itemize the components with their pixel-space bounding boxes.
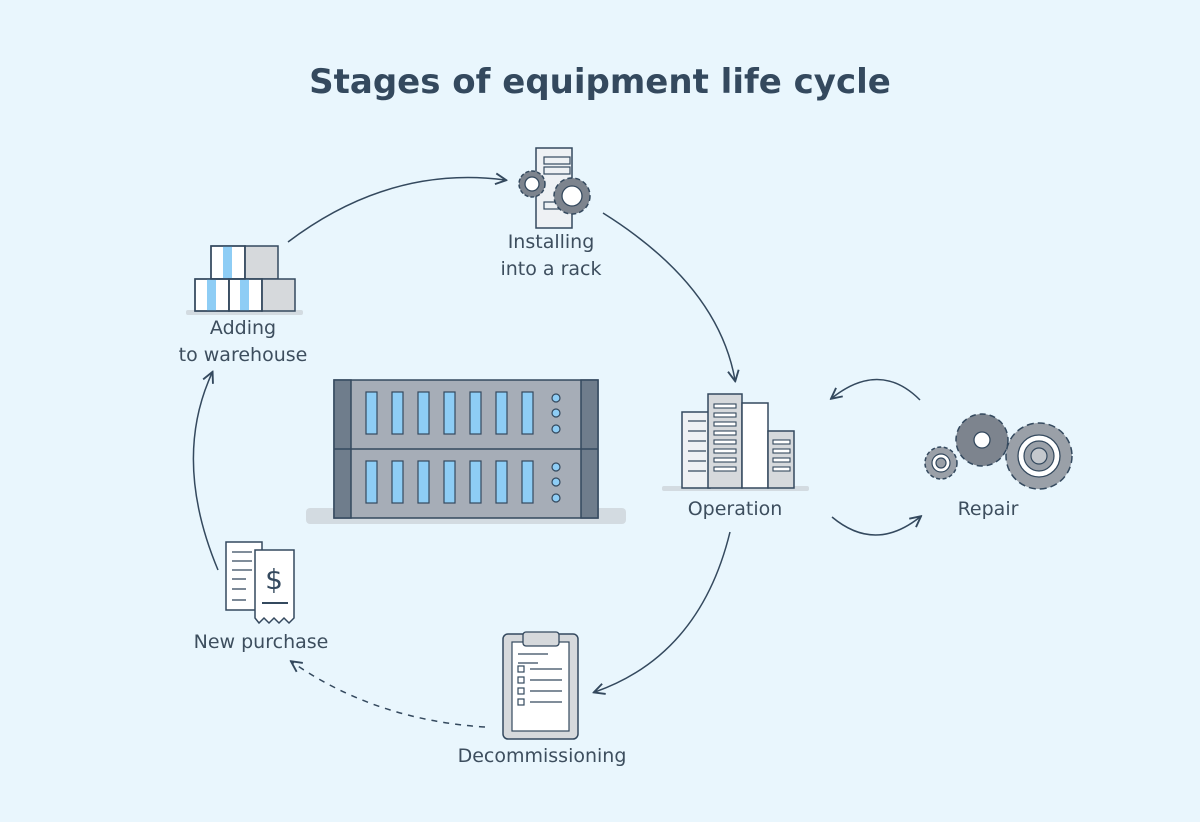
label-warehouse: Adding to warehouse: [168, 315, 318, 369]
label-installing-line1: Installing: [507, 231, 595, 253]
label-repair: Repair: [957, 498, 1019, 520]
arrow-operation-to-repair: [831, 517, 920, 536]
clipboard-checklist-icon: [502, 631, 579, 740]
label-decommissioning: Decommissioning: [457, 745, 627, 767]
label-installing-line2: into a rack: [500, 258, 602, 280]
arrow-decommissioning-to-purchase: [292, 662, 486, 728]
label-operation: Operation: [687, 498, 783, 520]
arrow-installing-to-operation: [602, 212, 735, 380]
warehouse-boxes-icon: [186, 245, 303, 315]
arrow-repair-to-operation: [832, 378, 921, 401]
gears-icon: [924, 413, 1073, 490]
page-title: Stages of equipment life cycle: [309, 62, 891, 102]
label-warehouse-line2: to warehouse: [178, 344, 308, 366]
label-warehouse-line1: Adding: [209, 317, 277, 339]
arrow-warehouse-to-installing: [287, 178, 505, 243]
receipt-dollar-icon: $: [225, 541, 295, 625]
buildings-icon: [662, 393, 809, 491]
server-rack-icon: [306, 379, 626, 524]
arrow-operation-to-decommissioning: [595, 531, 731, 692]
svg-text:$: $: [265, 563, 283, 596]
rack-gears-icon: [518, 147, 591, 229]
arrow-purchase-to-warehouse: [192, 373, 219, 571]
label-purchase: New purchase: [193, 631, 329, 653]
label-installing: Installing into a rack: [490, 229, 612, 283]
